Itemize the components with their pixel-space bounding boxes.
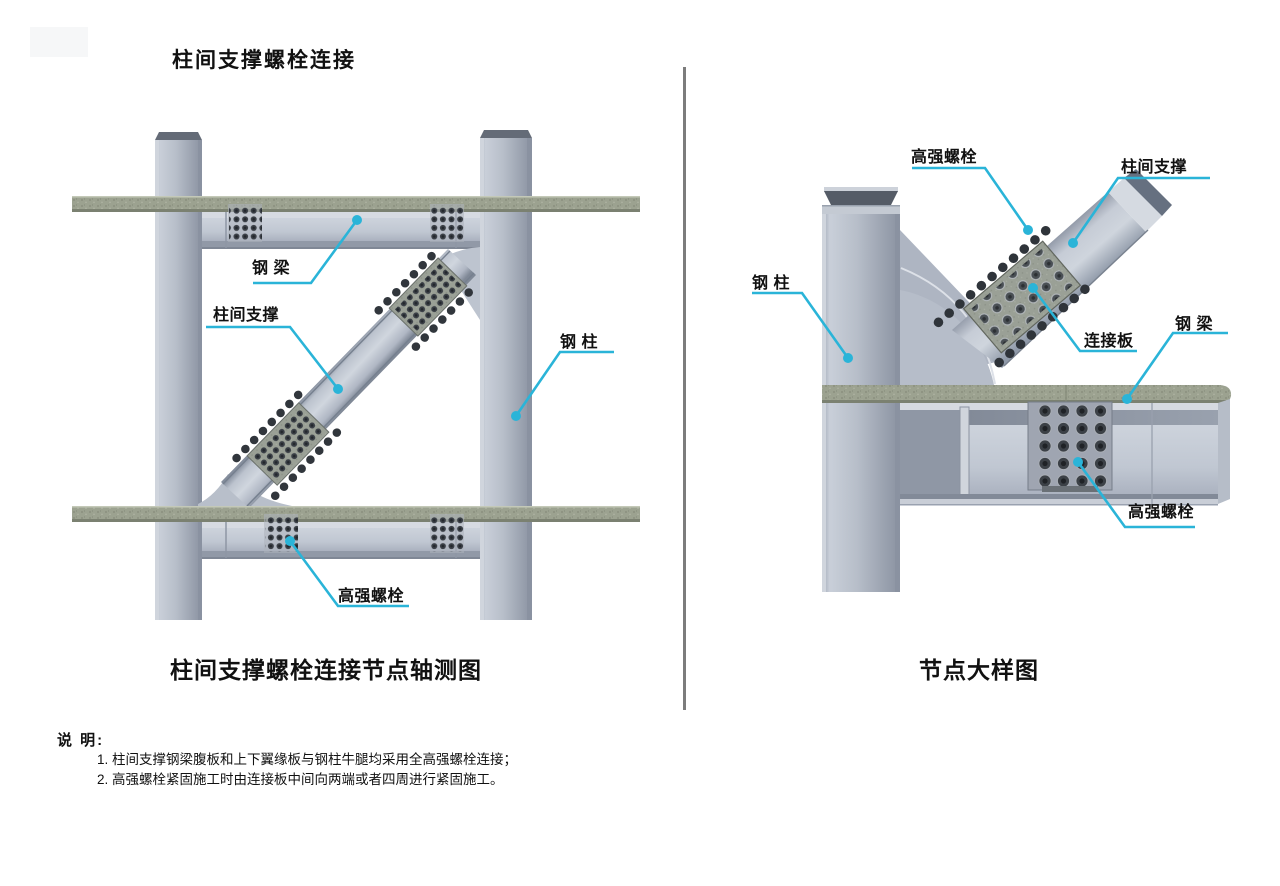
left-diagram-bolt-groups [228, 204, 464, 553]
right-diagram-beam-bolt-group [1027, 401, 1113, 492]
left-diagram-steel-column-left [155, 132, 202, 620]
leader-brace [1071, 176, 1210, 244]
label-right-hs-bolt-top: 高强螺栓 [911, 149, 978, 166]
label-right-hs-bolt-bottom: 高强螺栓 [1128, 504, 1195, 521]
left-diagram-leaders [206, 219, 614, 608]
right-diagram [752, 166, 1232, 592]
left-diagram-upper-splice-plate [374, 243, 482, 351]
label-left-steel-beam: 钢 梁 [252, 260, 290, 277]
right-diagram-connection-plate [933, 222, 1100, 368]
leader-steel-column [514, 350, 614, 417]
leader-brace [206, 325, 340, 390]
left-diagram-leader-dots [285, 215, 521, 546]
left-diagram-top-beam [202, 211, 480, 249]
right-diagram-leader-dots [843, 225, 1132, 467]
left-diagram-bottom-slab [72, 506, 640, 522]
left-diagram-top-slab [72, 196, 640, 212]
label-right-steel-beam: 钢 梁 [1175, 316, 1213, 333]
left-diagram-lower-splice-plate [232, 387, 344, 501]
label-right-gusset-plate: 连接板 [1084, 333, 1134, 350]
label-left-steel-column: 钢 柱 [560, 334, 598, 351]
watermark-remnant [30, 27, 88, 57]
label-left-brace: 柱间支撑 [213, 307, 280, 324]
leader-steel-column [752, 291, 850, 359]
notes-item-2: 2. 高强螺栓紧固施工时由连接板中间向两端或者四周进行紧固施工。 [97, 772, 504, 787]
left-diagram-steel-column-right [480, 130, 532, 620]
right-diagram-leaders [752, 166, 1228, 529]
notes-item-1: 1. 柱间支撑钢梁腹板和上下翼缘板与钢柱牛腿均采用全高强螺栓连接； [97, 752, 518, 767]
leader-steel-beam [253, 219, 359, 285]
right-diagram-slab [822, 385, 1232, 403]
left-panel-caption: 柱间支撑螺栓连接节点轴测图 [170, 657, 482, 683]
label-right-brace: 柱间支撑 [1121, 159, 1188, 176]
left-diagram [72, 130, 640, 620]
notes-heading: 说 明: [57, 732, 105, 749]
page-title: 柱间支撑螺栓连接 [172, 49, 356, 72]
label-left-hs-bolt: 高强螺栓 [338, 588, 405, 605]
label-right-steel-column: 钢 柱 [752, 275, 790, 292]
leader-steel-beam [1125, 331, 1228, 400]
leader-hs-bolt-top [912, 166, 1030, 231]
leader-gusset-plate [1031, 287, 1137, 353]
leader-hs-bolt-bottom [1076, 461, 1195, 529]
right-panel-caption: 节点大样图 [919, 657, 1039, 683]
leader-hs-bolt [288, 540, 409, 608]
